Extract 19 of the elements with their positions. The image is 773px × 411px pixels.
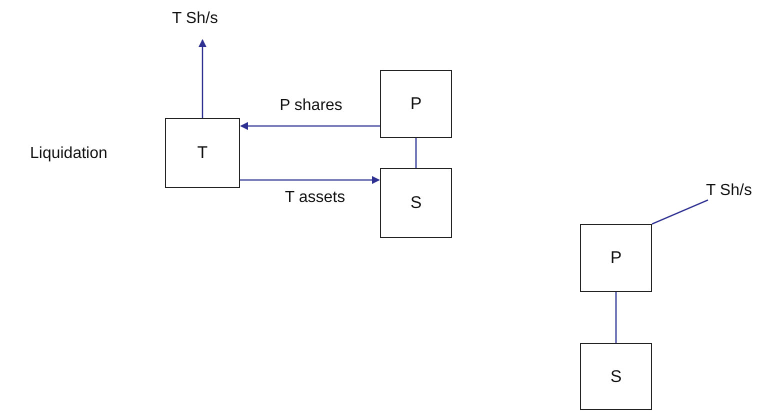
arrow xyxy=(240,122,380,130)
box-label: S xyxy=(410,193,422,213)
box-label: P xyxy=(610,248,622,268)
entity-box xyxy=(380,168,452,238)
entity-box xyxy=(165,118,240,188)
entity-box xyxy=(580,343,652,410)
connector-line xyxy=(652,199,708,225)
connector-line xyxy=(415,138,417,168)
connector-line xyxy=(615,292,617,343)
arrow xyxy=(198,39,206,118)
entity-box xyxy=(580,224,652,292)
entity-box xyxy=(380,70,452,138)
arrow xyxy=(240,176,380,184)
box-label: T xyxy=(197,143,208,163)
side-note: Liquidation xyxy=(30,145,108,163)
node-label: T Sh/s xyxy=(706,182,752,200)
box-label: P xyxy=(410,94,422,114)
node-label: T Sh/s xyxy=(172,10,218,28)
box-label: S xyxy=(610,366,622,386)
